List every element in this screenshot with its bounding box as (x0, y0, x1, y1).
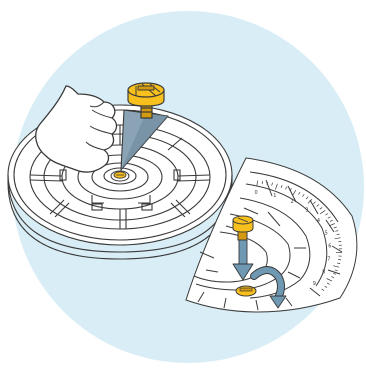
dial-number: 8 (322, 270, 325, 276)
dial-number: 2 (291, 199, 294, 205)
dial-number: 3 (305, 208, 308, 214)
dial-number: 0 (255, 190, 258, 196)
dial-number: 9 (313, 281, 316, 287)
dial-number: 6 (328, 243, 331, 249)
screw-slot (236, 286, 256, 296)
hub (104, 168, 136, 184)
dial-tick (262, 181, 263, 184)
dial-number: 5 (325, 230, 328, 236)
dial-number: 7 (327, 257, 330, 263)
dial-number: 4 (317, 218, 320, 224)
dial-number: 1 (273, 193, 276, 199)
